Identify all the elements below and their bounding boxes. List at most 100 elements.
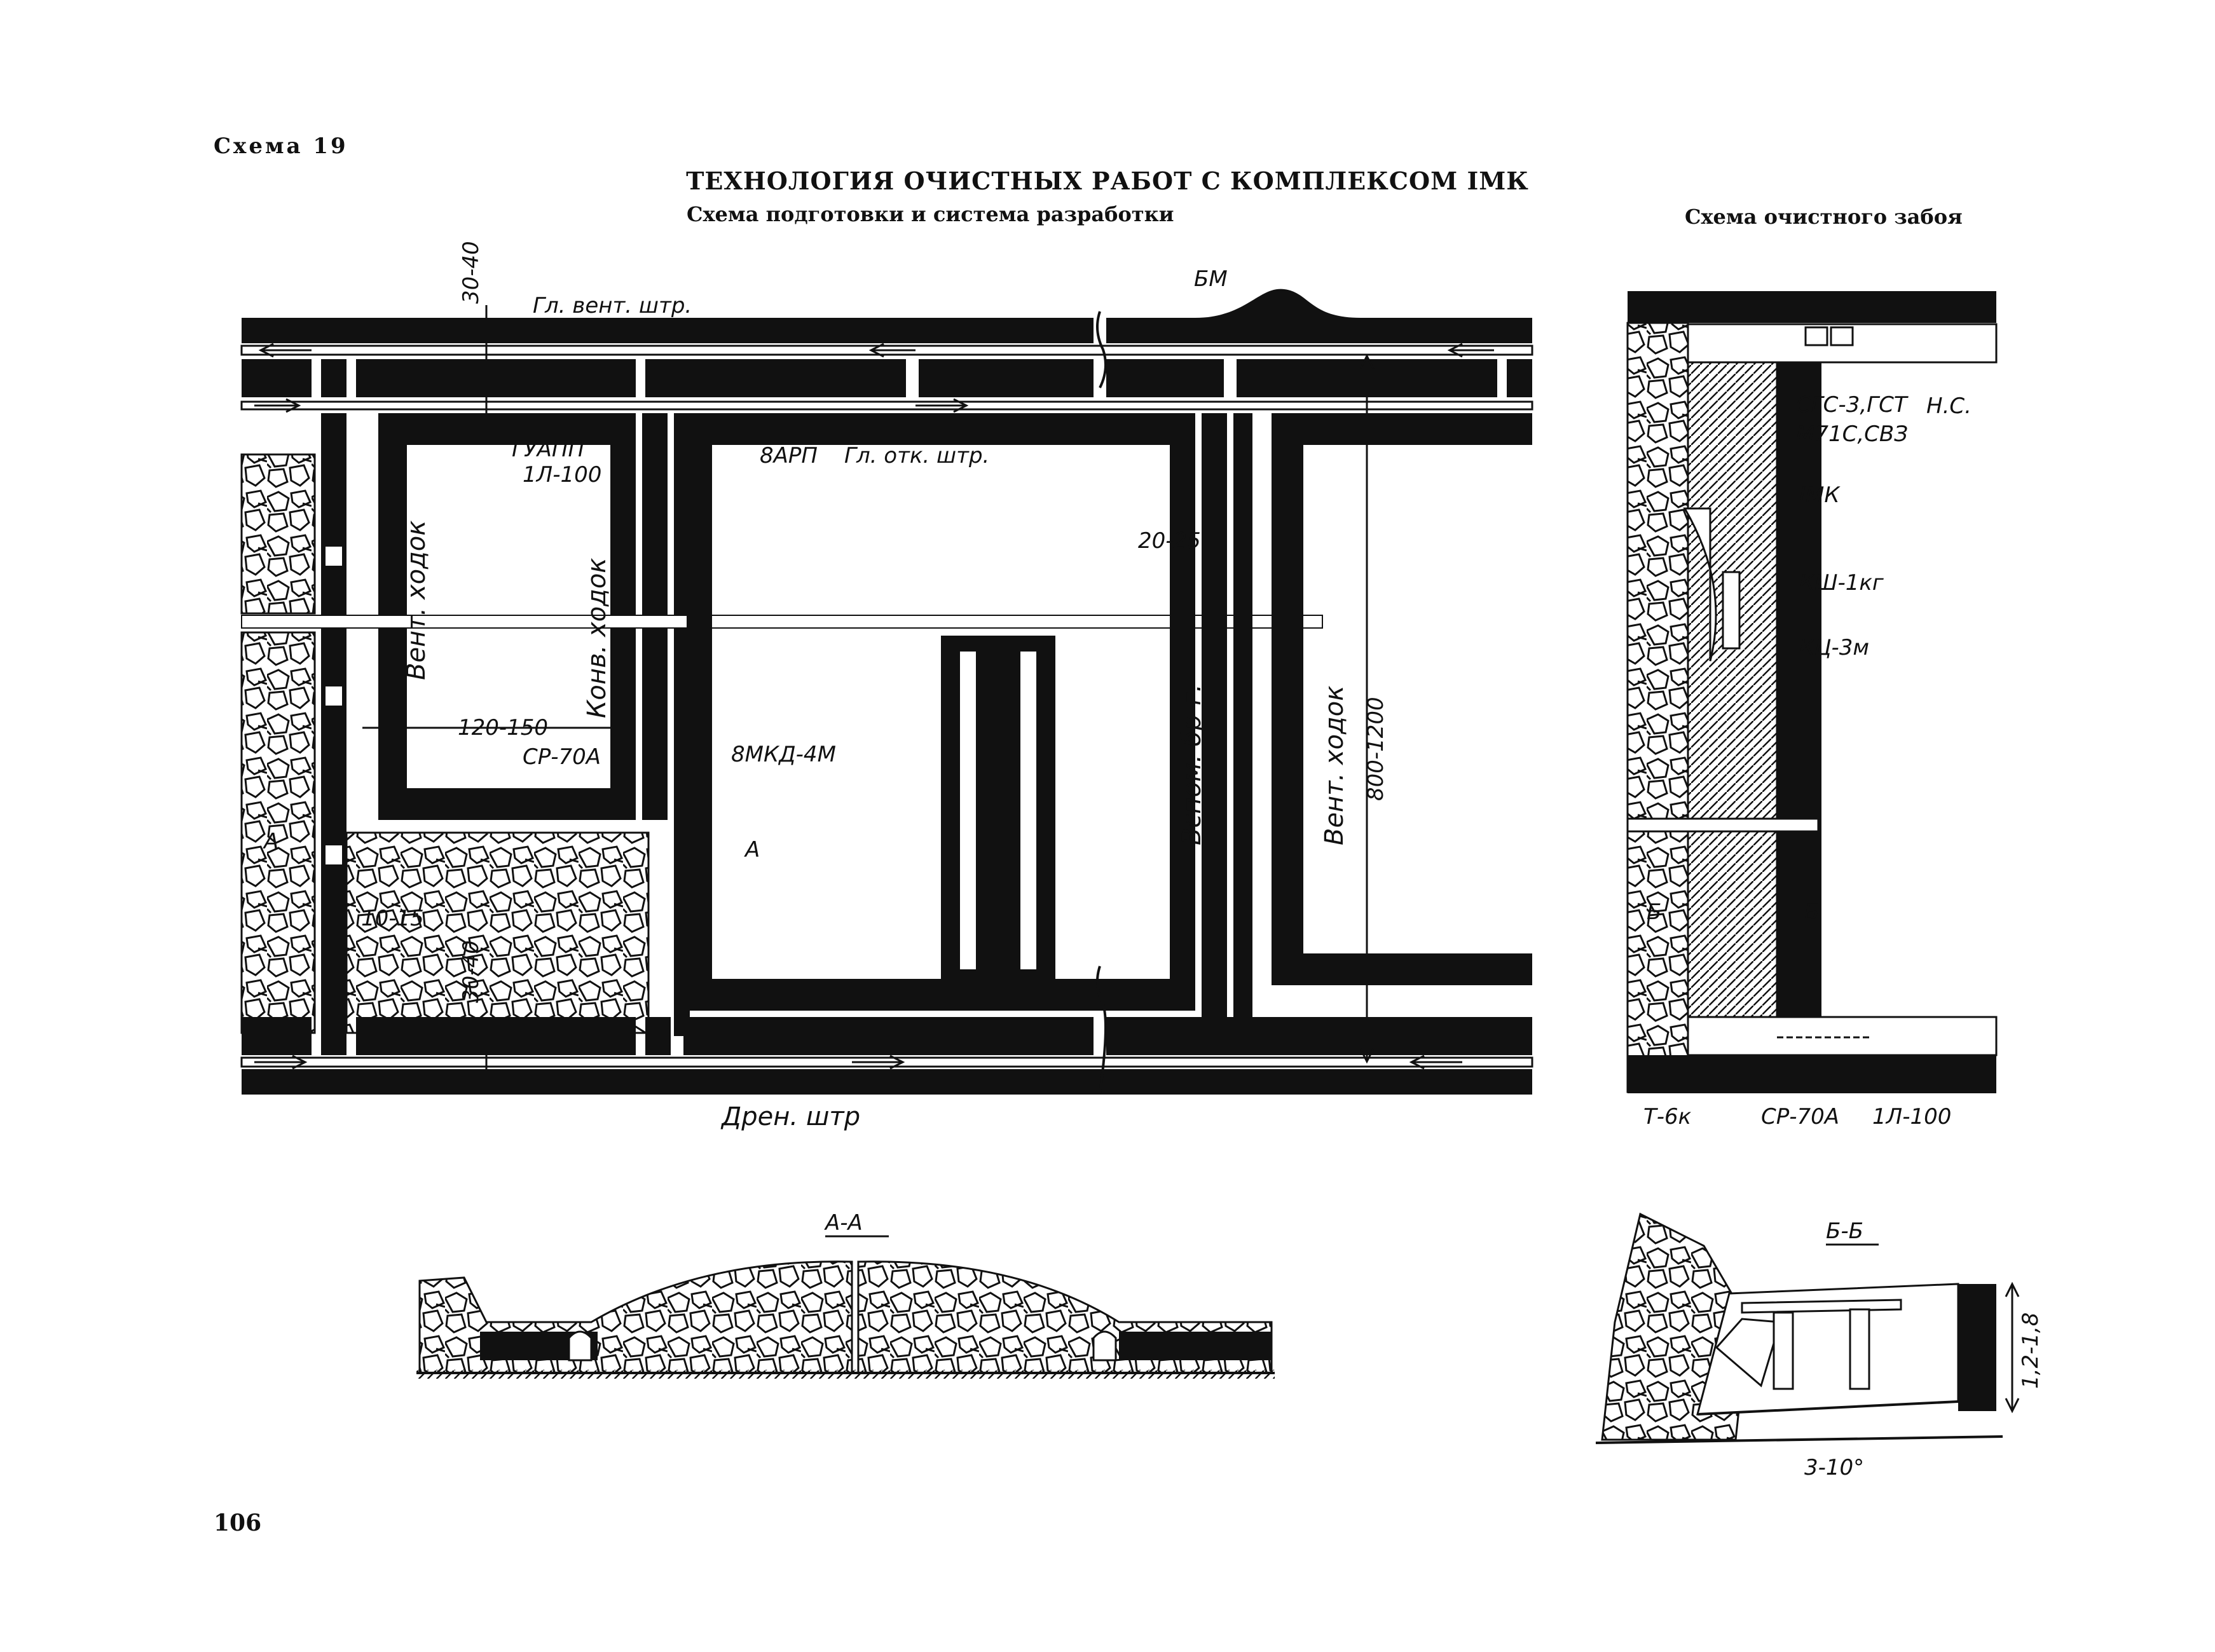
top-band-left [242,318,1094,343]
section-aa: А-А [416,1210,1275,1379]
crosscut [326,686,342,706]
vent-passage-left-label: Вент. ходок [402,521,431,680]
pillar [242,1017,312,1055]
airflow-arrow [254,1055,308,1070]
face-coal [1777,362,1821,1017]
arp-label: 8АРП [760,443,818,468]
section-bb-floor [1697,1400,1959,1416]
dim-bottom-a-label: 10-15 [361,906,424,931]
dim-bottom-b-label: 30-40 [458,940,484,1003]
dim-width-label: 120-150 [458,715,548,741]
section-aa-title: А-А [824,1210,863,1236]
central-pillar [976,652,1020,969]
pillar [645,359,906,397]
subtitle-face-scheme: Схема очистного забоя [1685,205,1963,229]
aux-incline-label: Вспом. бр-г. [1177,684,1207,845]
panel-1-frame [378,413,636,820]
pillar [1106,1017,1532,1055]
face-sr70a-label: СР-70А [1761,1104,1839,1130]
shearer-body [1722,571,1741,650]
pump-station [1804,326,1828,346]
dimension-arrow [1359,353,1375,1064]
aux-incline-pillars [1202,413,1227,1042]
airflow-arrow [868,343,915,358]
section-aa-drift-left [568,1330,593,1362]
m71-label: М71С,СВЗ [1796,421,1908,447]
pillar [1507,359,1532,397]
airflow-arrow [258,343,312,358]
section-bb-canopy [1741,1299,1902,1314]
airflow-arrow [852,1055,905,1070]
bottom-band [242,1069,1532,1095]
crosscut [326,845,342,864]
section-b-marker-right: Б [1804,899,1819,925]
scheme-number: Схема 19 [214,133,348,159]
top-band-right [1106,289,1532,343]
l100-label: 1Л-100 [523,462,601,488]
section-bb-height-label: 1,2-1,8 [2018,1313,2043,1389]
page-number: 106 [214,1510,262,1536]
imk-label: IМК [1799,482,1841,508]
break-line [1096,966,1107,1094]
airflow-arrow [254,398,301,413]
vent-passage-right-label: Вент. ходок [1320,686,1349,845]
section-bb-height-dimension [2005,1281,2020,1414]
section-aa-seam-right [1119,1332,1272,1360]
conv-passage-label: Конв. ходок [582,558,612,718]
panel-3-frame [1272,413,1532,985]
face-bottom-band [1628,1055,1996,1093]
pillar [321,359,346,397]
section-bb-floor-base [1595,1435,2003,1444]
dim-pillar-label: 20-25 [1138,528,1201,554]
drain-drift-label: Дрен. штр [720,1102,860,1131]
section-b-marker-left: Б [1647,899,1661,925]
page-title: ТЕХНОЛОГИЯ ОЧИСТНЫХ РАБОТ С КОМПЛЕКСОМ I… [686,167,1529,195]
crosscut-middle [241,615,1323,629]
face-crosscut [1626,817,1820,833]
bm-label: БМ [1194,266,1228,292]
mkd-label: 8МКД-4М [731,742,836,767]
face-top-band [1628,291,1996,323]
goaf-area [345,831,650,1034]
section-a-marker-right: А [744,837,760,863]
ns-label: Н.С. [1926,393,1972,419]
break-line [1096,311,1107,388]
subtitle-development-scheme: Схема подготовки и система разработки [687,202,1174,226]
section-bb-title: Б-Б [1826,1219,1863,1244]
t6k-label: Т-6к [1643,1104,1692,1130]
pillar [242,359,312,397]
section-bb-coal [1958,1284,1996,1411]
dim-length-label: 800-1200 [1363,697,1389,801]
goaf-area [240,453,316,615]
face-lower-drift [1687,1016,1998,1056]
dim-top-label: 30-40 [458,241,484,304]
vent-passage-pillars-right [1233,413,1252,1042]
section-aa-drift-right [1092,1330,1117,1362]
pillar [683,1017,1094,1055]
main-haul-drift-label: Гл. отк. штр. [844,443,989,468]
section-bb: Б-Б 1,2-1,8 3-10° [1595,1212,2043,1480]
airflow-arrow [1447,343,1494,358]
ksh-label: КШ-1кг [1799,570,1884,596]
pillar [1106,359,1224,397]
crosscut [326,547,342,566]
face-goaf [1626,322,1689,1093]
shearer [1683,507,1717,662]
development-plan: 30-40 Гл. вент. штр. БМ ГУАПП 1Л-100 8АР… [240,241,1533,1131]
pump-station [1830,326,1854,346]
pillar [645,1017,671,1055]
section-bb-leg [1773,1311,1794,1390]
face-supports [1687,361,1778,1082]
goaf-area [240,631,316,1034]
panel-2-frame [687,413,1195,1011]
main-vent-drift-label: Гл. вент. штр. [533,293,692,318]
guapp-label: ГУАПП [512,437,584,462]
pillar [919,359,1094,397]
main-haul-drift [240,400,1533,411]
section-bb-leg [1849,1308,1870,1390]
airflow-arrow [915,398,969,413]
pillar [356,1017,636,1055]
section-bb-angle-label: 3-10° [1804,1455,1864,1480]
section-a-marker-left: А [263,829,278,854]
